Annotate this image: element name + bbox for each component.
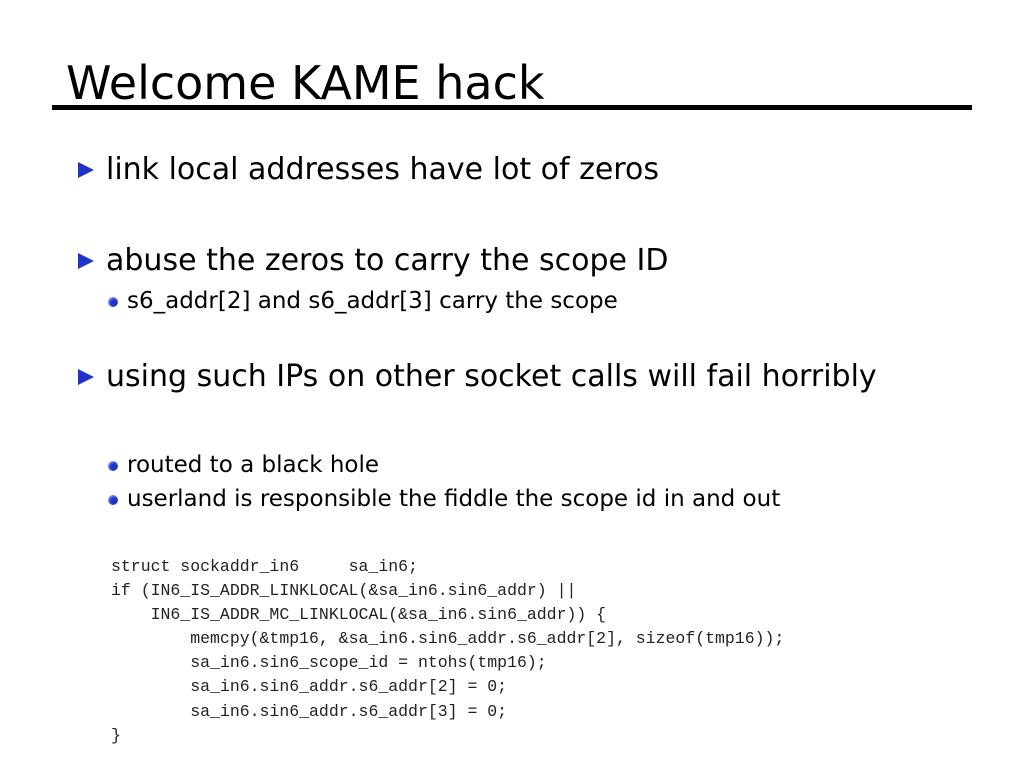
sub-bullet-text: userland is responsible the fiddle the s… xyxy=(127,486,781,512)
sub-bullet-text: s6_addr[2] and s6_addr[3] carry the scop… xyxy=(127,288,618,314)
code-line: if (IN6_IS_ADDR_LINKLOCAL(&sa_in6.sin6_a… xyxy=(111,581,577,601)
triangle-bullet-icon xyxy=(78,369,94,385)
dot-bullet-icon xyxy=(108,297,118,307)
triangle-bullet-icon xyxy=(78,162,94,178)
bullet-item-1: link local addresses have lot of zeros xyxy=(78,146,966,194)
code-line: } xyxy=(111,725,121,745)
title-underline xyxy=(52,105,972,110)
sub-bullet-text: routed to a black hole xyxy=(127,452,380,478)
bullet-item-3: using such IPs on other socket calls wil… xyxy=(78,353,966,401)
sub-bullet-item: s6_addr[2] and s6_addr[3] carry the scop… xyxy=(108,284,618,318)
dot-bullet-icon xyxy=(108,495,118,505)
bullet-text: using such IPs on other socket calls wil… xyxy=(106,359,877,394)
code-line: sa_in6.sin6_addr.s6_addr[3] = 0; xyxy=(111,701,508,721)
code-line: sa_in6.sin6_addr.s6_addr[2] = 0; xyxy=(111,677,508,697)
triangle-bullet-icon xyxy=(78,253,94,269)
sub-bullet-item: routed to a black hole xyxy=(108,448,380,482)
code-block: struct sockaddr_in6 sa_in6;if (IN6_IS_AD… xyxy=(111,555,784,748)
code-line: sa_in6.sin6_scope_id = ntohs(tmp16); xyxy=(111,653,547,673)
bullet-text: link local addresses have lot of zeros xyxy=(106,152,659,187)
bullet-item-2: abuse the zeros to carry the scope ID xyxy=(78,237,966,285)
slide-title: Welcome KAME hack xyxy=(66,56,545,110)
code-line: struct sockaddr_in6 sa_in6; xyxy=(111,557,418,576)
dot-bullet-icon xyxy=(108,461,118,471)
code-line: IN6_IS_ADDR_MC_LINKLOCAL(&sa_in6.sin6_ad… xyxy=(111,605,607,625)
bullet-text: abuse the zeros to carry the scope ID xyxy=(106,243,669,278)
code-line: memcpy(&tmp16, &sa_in6.sin6_addr.s6_addr… xyxy=(111,629,785,649)
sub-bullet-item: userland is responsible the fiddle the s… xyxy=(108,482,781,516)
